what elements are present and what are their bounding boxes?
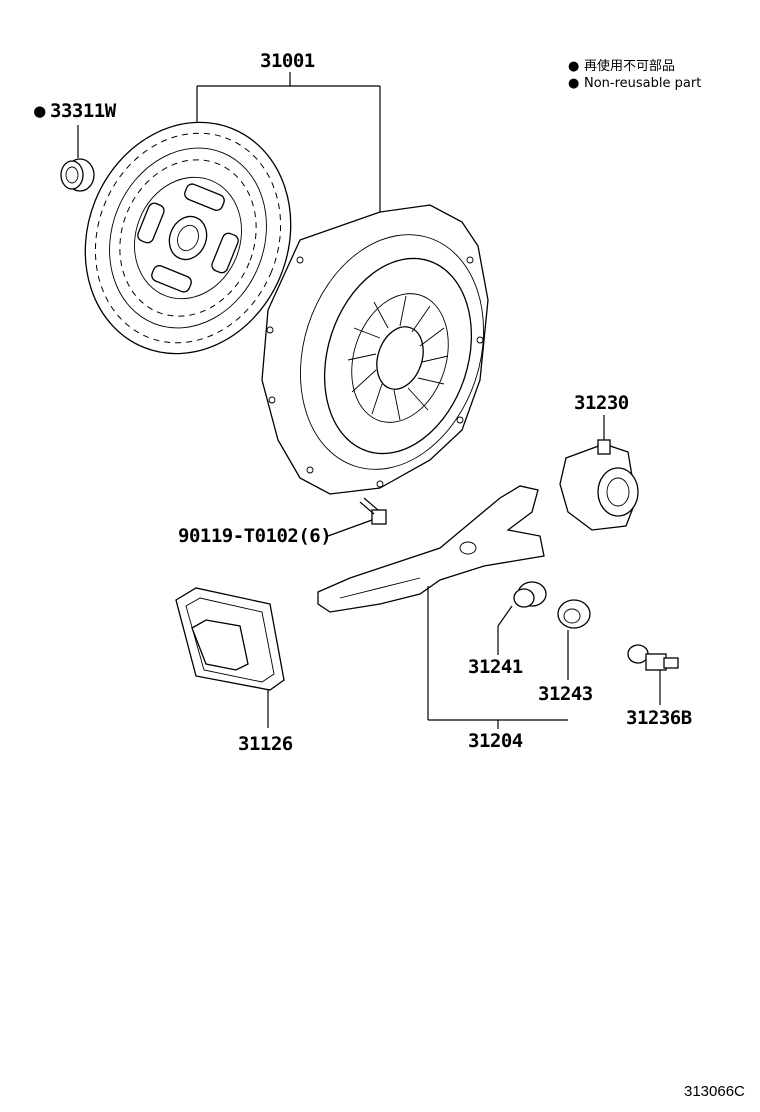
legend-text-jp: 再使用不可部品 [584,58,675,74]
clutch-disc [84,121,292,355]
label-release-fork: 31204 [468,730,523,752]
release-bearing [559,415,639,531]
release-fork [317,485,568,729]
label-bolt: 90119-T0102(6) [178,525,331,547]
label-pilot-bearing-marker: ● [34,100,46,122]
legend-marker-1: ● [568,59,579,74]
label-fork-boot-ring: 31241 [468,656,523,678]
figure-code: 313066C [684,1083,745,1100]
label-fork-retainer: 31243 [538,683,593,705]
legend-text-en: Non-reusable part [584,76,701,91]
legend: ● 再使用不可部品 ● Non-reusable part [568,58,701,91]
fork-boot-ring [497,581,547,655]
bolt [327,497,387,537]
clutch-cover [261,204,489,495]
fork-support [627,644,679,705]
legend-marker-2: ● [568,76,579,91]
fork-retainer [557,599,591,680]
label-release-bearing: 31230 [574,392,629,414]
label-pilot-bearing: 33311W [50,100,117,122]
pilot-bearing [60,125,95,192]
label-boot: 31126 [238,733,293,755]
label-clutch-set: 31001 [260,50,315,72]
leader-31001 [196,72,381,212]
boot [175,587,285,728]
label-fork-support: 31236B [626,707,692,729]
